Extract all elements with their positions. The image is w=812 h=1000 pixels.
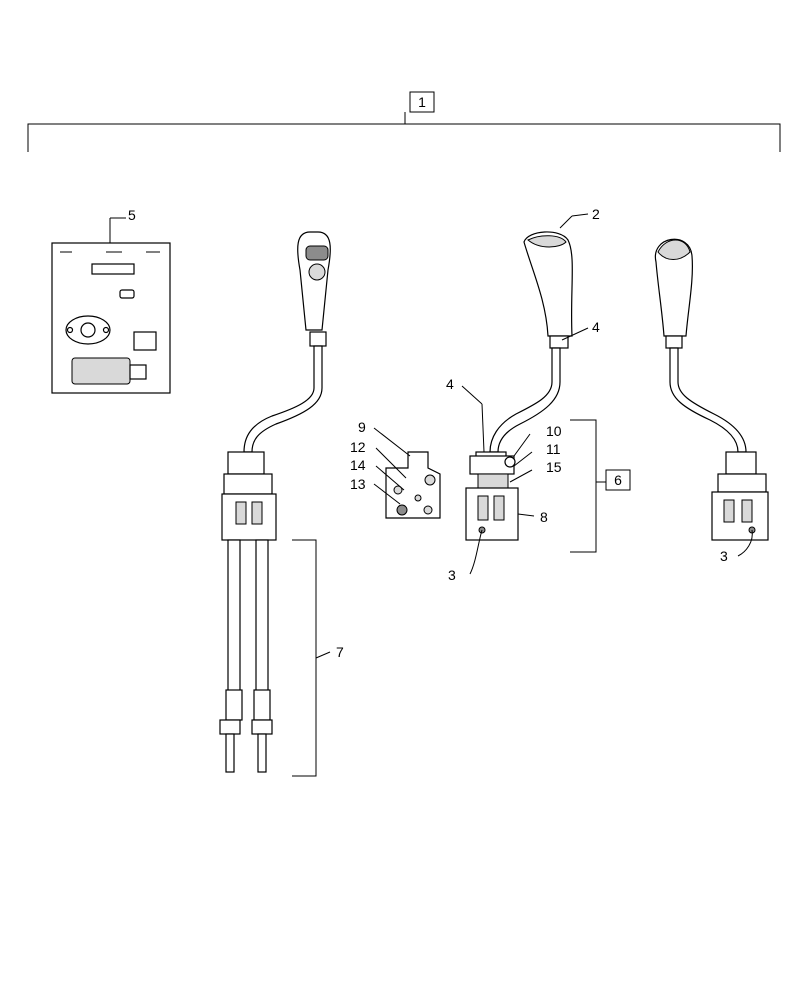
lever-assembly-center: 2 4 4 10 11 15 8 3 6 bbox=[446, 206, 631, 583]
callout-box-6 bbox=[605, 469, 631, 491]
detent-block: 9 12 14 13 bbox=[350, 419, 441, 519]
callout-2: 2 bbox=[592, 206, 600, 222]
callout-7: 7 bbox=[336, 644, 344, 660]
callout-14: 14 bbox=[350, 457, 366, 473]
callout-3a: 3 bbox=[448, 567, 456, 583]
callout-6: 6 bbox=[614, 472, 622, 488]
callout-8: 8 bbox=[540, 509, 548, 525]
callout-15: 15 bbox=[546, 459, 562, 475]
callout-box-1 bbox=[409, 91, 435, 113]
lever-assembly-right: 3 bbox=[654, 238, 769, 564]
callout-9: 9 bbox=[358, 419, 366, 435]
callout-3b: 3 bbox=[720, 548, 728, 564]
assembly-bracket: 1 bbox=[27, 91, 781, 152]
callout-11: 11 bbox=[546, 441, 561, 457]
callout-10: 10 bbox=[546, 423, 562, 439]
callout-4b: 4 bbox=[592, 319, 600, 335]
callout-1: 1 bbox=[418, 94, 426, 110]
callout-13: 13 bbox=[350, 476, 366, 492]
callout-5: 5 bbox=[128, 207, 136, 223]
lever-assembly-left: 7 bbox=[219, 231, 344, 777]
kit-bag: 5 bbox=[51, 207, 171, 394]
callout-4a: 4 bbox=[446, 376, 454, 392]
callout-12: 12 bbox=[350, 439, 366, 455]
